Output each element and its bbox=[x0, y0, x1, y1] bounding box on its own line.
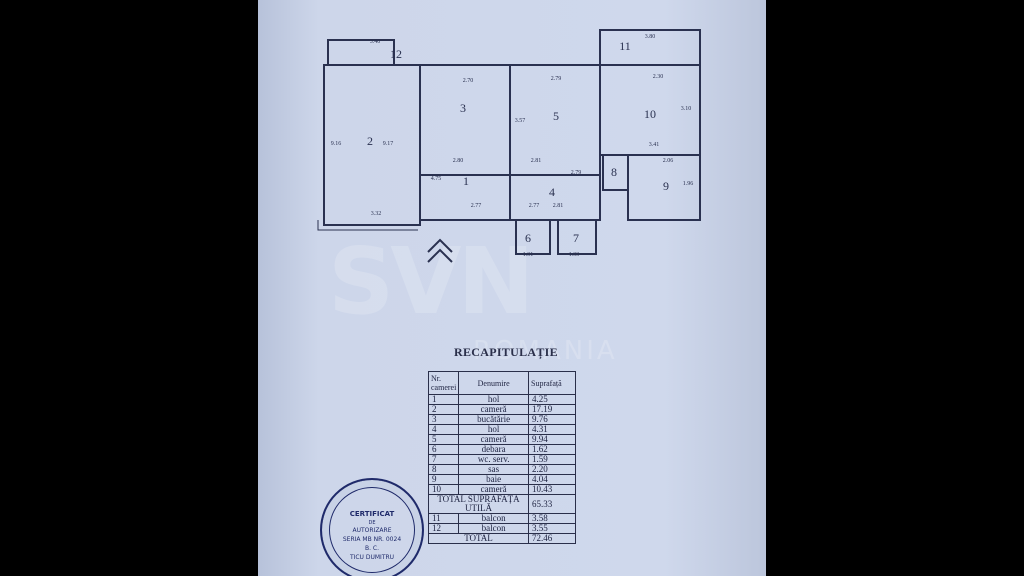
balcony-11-outline bbox=[599, 29, 701, 66]
col-header-name: Denumire bbox=[458, 371, 529, 395]
dim-label: 2.79 bbox=[551, 76, 562, 82]
dim-label: 1.96 bbox=[683, 181, 694, 187]
room-label-2: 2 bbox=[367, 134, 373, 148]
stamp-line: DE bbox=[368, 520, 376, 526]
dim-label: 2.30 bbox=[653, 74, 664, 80]
dim-label: 4.75 bbox=[431, 176, 442, 182]
room-label-1: 1 bbox=[463, 174, 469, 188]
room-label-8: 8 bbox=[611, 165, 617, 179]
dim-label: 3.32 bbox=[371, 211, 382, 217]
col-header-nr: Nr. camerei bbox=[427, 371, 460, 395]
balcony-12-outline bbox=[327, 39, 395, 66]
room-6-outline bbox=[515, 219, 551, 255]
dim-label: 1.33 bbox=[569, 252, 580, 258]
dim-label: 2.06 bbox=[663, 158, 674, 164]
room-label-3: 3 bbox=[460, 101, 466, 115]
room-4-outline bbox=[509, 174, 601, 221]
stamp-line: TICU DUMITRU bbox=[349, 554, 395, 561]
dim-label: 2.77 bbox=[471, 203, 482, 209]
dim-label: 9.17 bbox=[383, 141, 394, 147]
dim-label: 2.81 bbox=[553, 203, 564, 209]
dim-label: 2.81 bbox=[531, 158, 542, 164]
north-arrow bbox=[427, 238, 453, 263]
watermark-sub: ROMANIA bbox=[473, 336, 618, 366]
dim-label: 3.57 bbox=[515, 118, 526, 124]
stamp-line: B. C. bbox=[364, 545, 380, 552]
room-7-outline bbox=[557, 219, 597, 255]
room-label-5: 5 bbox=[553, 109, 559, 123]
dim-label: 2.70 bbox=[463, 78, 474, 84]
room-label-6: 6 bbox=[525, 231, 531, 245]
dim-label: 2.80 bbox=[453, 158, 464, 164]
stamp-line: CERTIFICAT bbox=[349, 510, 395, 518]
watermark-brand: SVN bbox=[328, 228, 534, 335]
room-label-7: 7 bbox=[573, 231, 579, 245]
dim-label: 3.10 bbox=[681, 106, 692, 112]
authorization-stamp: CERTIFICAT DE AUTORIZARE SERIA MB NR. 00… bbox=[320, 478, 424, 576]
room-label-12: 12 bbox=[390, 47, 402, 61]
recap-title: RECAPITULAȚIE bbox=[454, 345, 558, 359]
col-header-area: Suprafață bbox=[528, 371, 576, 395]
dim-label: 3.41 bbox=[649, 142, 660, 148]
dim-label: 2.77 bbox=[529, 203, 540, 209]
scanned-document: SVN ROMANIA 1 2 3 4 5 6 7 bbox=[258, 0, 766, 576]
room-label-11: 11 bbox=[619, 39, 631, 53]
dim-label: 1.31 bbox=[523, 252, 534, 258]
stamp-line: AUTORIZARE bbox=[352, 527, 392, 534]
dim-label: 3.40 bbox=[370, 39, 381, 45]
dim-label: 2.79 bbox=[571, 170, 582, 176]
room-label-10: 10 bbox=[644, 107, 656, 121]
dim-label: 3.80 bbox=[645, 34, 656, 40]
floor-plan: 1 2 3 4 5 6 7 8 9 10 11 12 3.40 2.70 2.7… bbox=[317, 29, 701, 263]
room-8-outline bbox=[602, 154, 629, 191]
dim-label: 9.16 bbox=[331, 141, 342, 147]
room-label-9: 9 bbox=[663, 179, 669, 193]
room-label-4: 4 bbox=[549, 185, 555, 199]
stamp-line: SERIA MB NR. 0024 bbox=[342, 536, 402, 543]
